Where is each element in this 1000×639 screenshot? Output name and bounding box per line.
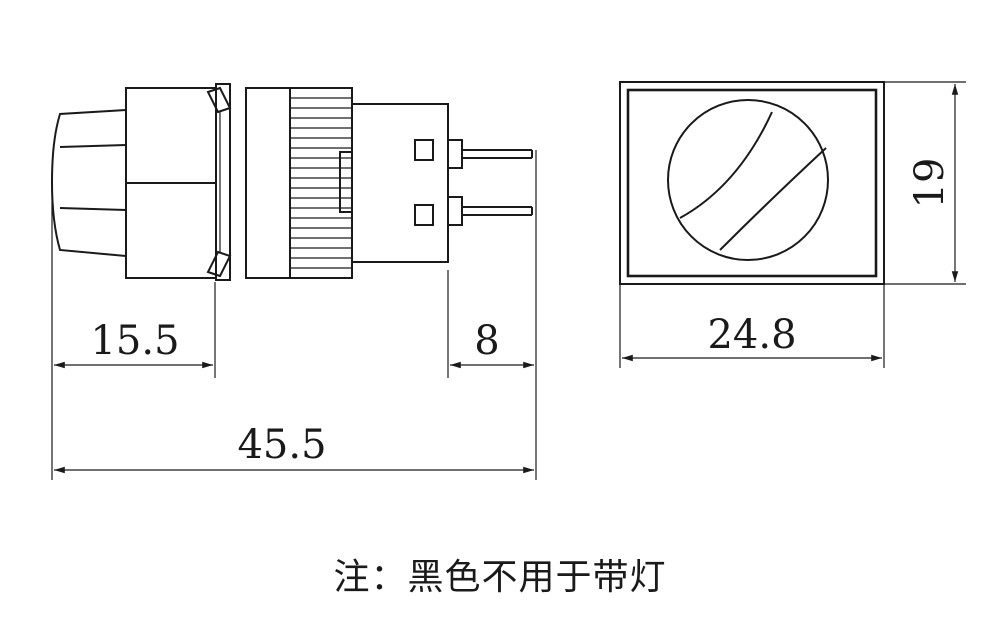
dim-pin-length: 8 <box>474 318 499 364</box>
ribbed-housing <box>245 87 353 279</box>
mounting-clip <box>206 83 232 281</box>
outer-frame <box>619 81 885 285</box>
knob-cap <box>50 109 127 257</box>
knob-grip <box>679 111 827 251</box>
side-view: 15.5 8 45.5 <box>50 83 537 480</box>
dim-width: 24.8 <box>707 312 796 358</box>
front-view: 24.8 19 <box>619 81 966 368</box>
note-text: 注：黑色不用于带灯 <box>333 557 667 598</box>
rear-body <box>339 103 449 263</box>
dim-front-length: 15.5 <box>90 318 179 364</box>
dim-height: 19 <box>907 158 953 209</box>
inner-frame <box>626 88 878 278</box>
dim-total-length: 45.5 <box>237 422 326 468</box>
terminal-pins <box>447 139 533 226</box>
rotary-knob <box>667 99 829 261</box>
extension-lines <box>51 150 537 480</box>
bezel-body <box>125 87 217 279</box>
